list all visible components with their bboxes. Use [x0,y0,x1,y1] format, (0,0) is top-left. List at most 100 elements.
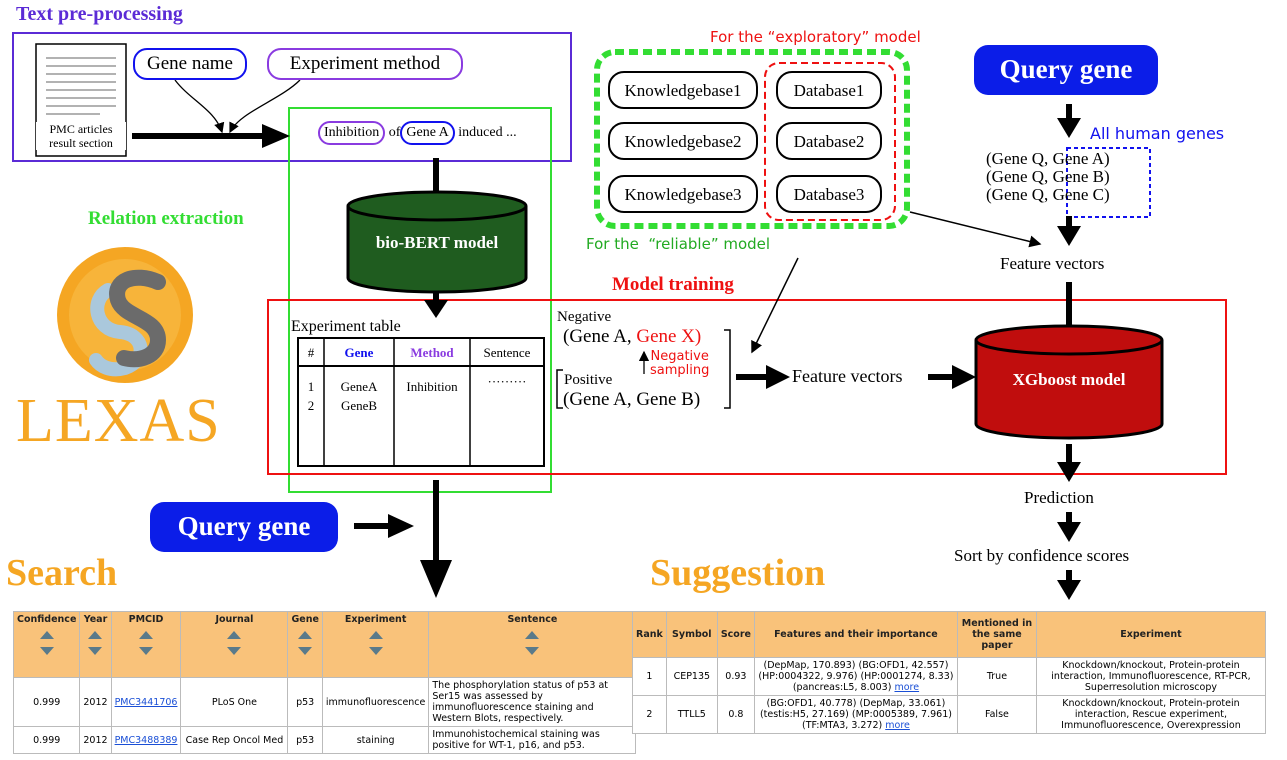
query-gene-top: Query gene [974,45,1158,95]
sort-up-icon[interactable] [368,631,383,639]
experiment-method-pill: Experiment method [267,48,463,80]
human-genes-frame [1066,147,1151,218]
search-cell-journal: PLoS One [180,677,289,727]
search-cell-journal: Case Rep Oncol Med [180,726,289,754]
search-cell-gene: p53 [287,677,323,727]
suggestion-cell-symbol: CEP135 [665,657,718,696]
sort-down-icon[interactable] [39,647,54,655]
row-2-gene: GeneB [340,398,378,413]
negative-sampling-line-2: sampling [650,363,710,378]
pair-right-1: Gene A) [1052,149,1110,168]
feature-vectors-training: Feature vectors [792,366,903,386]
gene-pairs: (Gene Q, Gene A) (Gene Q, Gene B) (Gene … [986,150,1110,204]
search-header-pmcid[interactable]: PMCID [110,611,182,678]
sentence-gene-pill: Gene A [400,121,455,145]
search-header-confidence-label: Confidence [17,614,77,625]
suggestion-cell-experiment: Knockdown/knockout, Protein-protein inte… [1035,657,1266,696]
suggestion-features-text: (DepMap, 170.893) (BG:OFD1, 42.557) (HP:… [758,660,954,693]
positive-pair: (Gene A, Gene B) [563,389,701,410]
sentence-method-pill: Inhibition [318,121,386,145]
negative-label: Negative [557,309,612,325]
search-cell-year: 2012 [79,677,112,727]
model-training-title: Model training [612,274,734,295]
search-header-journal-label: Journal [215,614,254,625]
sort-up-icon[interactable] [88,631,103,639]
pair-left-2: (Gene Q, [986,167,1049,186]
negative-pair-right: Gene X) [636,326,702,347]
sort-up-icon[interactable] [39,631,54,639]
suggestion-cell-score: 0.93 [716,657,755,696]
table-row: 0.999 2012 PMC3441706 PLoS One p53 immun… [12,677,637,727]
search-header-sentence[interactable]: Sentence [428,611,637,678]
search-cell-gene: p53 [287,726,323,754]
feature-vectors-top: Feature vectors [1000,254,1105,274]
search-header-year[interactable]: Year [79,611,112,678]
table-col-num: 1 2 [298,377,324,415]
knowledgebase-2: Knowledgebase2 [608,122,758,160]
search-header-gene[interactable]: Gene [287,611,323,678]
preprocessing-frame [12,32,572,162]
sort-up-icon[interactable] [525,631,540,639]
preprocessing-title: Text pre-processing [16,3,183,25]
search-header-year-label: Year [83,614,108,625]
pmcid-link[interactable]: PMC3488389 [114,734,178,746]
search-header-confidence[interactable]: Confidence [12,611,81,678]
xgboost-cylinder [974,324,1164,440]
reliable-frame [594,49,910,229]
pmcid-link[interactable]: PMC3441706 [114,696,178,708]
suggestion-header-mentioned: Mentioned in the same paper [956,611,1037,658]
sort-up-icon[interactable] [227,631,242,639]
sort-down-icon[interactable] [298,647,313,655]
positive-label: Positive [564,372,613,388]
gene-name-pill: Gene name [133,48,247,80]
search-header-pmcid-label: PMCID [128,614,164,625]
suggestion-table-wrap: Rank Symbol Score Features and their imp… [632,611,1266,734]
negative-pair: (Gene A, Gene X) [563,326,701,348]
table-header-sentence: Sentence [483,345,531,360]
search-header-journal[interactable]: Journal [180,611,289,678]
relation-extraction-title: Relation extraction [88,208,244,229]
sentence-rest: induced ... [458,125,517,140]
more-link[interactable]: more [894,682,920,693]
database-2: Database2 [776,122,882,160]
sort-down-icon[interactable] [88,647,103,655]
suggestion-table: Rank Symbol Score Features and their imp… [632,611,1266,734]
table-row: 0.999 2012 PMC3488389 Case Rep Oncol Med… [12,726,637,754]
suggestion-cell-features: (DepMap, 170.893) (BG:OFD1, 42.557) (HP:… [753,657,958,696]
sort-up-icon[interactable] [298,631,313,639]
sort-up-icon[interactable] [139,631,154,639]
knowledgebase-3: Knowledgebase3 [608,175,758,213]
sort-down-icon[interactable] [139,647,154,655]
row-1-gene: GeneA [340,379,378,394]
table-header-method: Method [410,345,454,360]
suggestion-cell-rank: 1 [632,657,667,696]
all-human-genes-label: All human genes [1090,124,1225,143]
database-1: Database1 [776,71,882,109]
sort-label: Sort by confidence scores [954,546,1130,565]
knowledgebase-1: Knowledgebase1 [608,71,758,109]
suggestion-header-features: Features and their importance [753,611,958,658]
row-2-num: 2 [307,398,315,413]
suggestion-header-symbol: Symbol [665,611,718,658]
search-header-gene-label: Gene [291,614,319,625]
suggestion-cell-mentioned: False [956,695,1037,734]
search-cell-sentence: Immunohistochemical staining was positiv… [428,726,637,754]
suggestion-cell-features: (BG:OFD1, 40.778) (DepMap, 33.061) (test… [753,695,958,734]
pair-right-3: Gene C) [1052,185,1110,204]
search-header-experiment-label: Experiment [344,614,407,625]
more-link[interactable]: more [885,720,910,731]
sort-down-icon[interactable] [525,647,540,655]
pair-left-1: (Gene Q, [986,149,1049,168]
search-cell-experiment: staining [321,726,430,754]
document-caption: PMC articles result section [36,122,126,150]
sort-down-icon[interactable] [227,647,242,655]
query-gene-bottom: Query gene [150,502,338,552]
suggestion-header-score: Score [716,611,755,658]
table-row: 2 TTLL5 0.8 (BG:OFD1, 40.778) (DepMap, 3… [632,695,1266,734]
search-table-wrap: Confidence Year PMCID Journal Gene Exper… [12,611,637,754]
search-cell-confidence: 0.999 [12,677,81,727]
sort-down-icon[interactable] [368,647,383,655]
suggestion-header-experiment: Experiment [1035,611,1266,658]
negative-sampling-label: Negative sampling [650,350,709,378]
search-header-experiment[interactable]: Experiment [321,611,430,678]
